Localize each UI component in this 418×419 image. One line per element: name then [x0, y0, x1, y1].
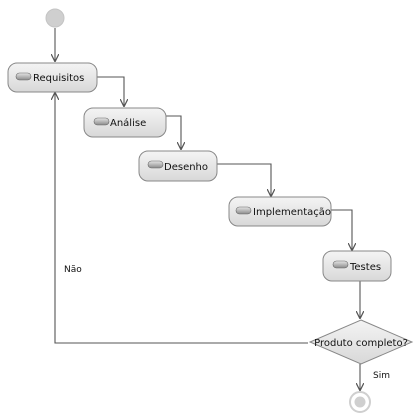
activity-label: Desenho — [164, 162, 208, 173]
activity-requisitos: Requisitos — [7, 62, 98, 93]
final-node — [349, 391, 371, 413]
edge-analise-to-desenho — [166, 115, 181, 149]
flow-edges — [55, 28, 360, 390]
activity-testes: Testes — [322, 250, 392, 282]
activity-label: Requisitos — [33, 73, 84, 84]
activity-icon — [147, 160, 164, 169]
activity-icon — [332, 260, 349, 269]
activity-desenho: Desenho — [138, 150, 218, 182]
initial-node — [45, 8, 65, 28]
edge-implementacao-to-testes — [331, 209, 352, 250]
activity-icon — [93, 117, 110, 126]
activity-label: Implementação — [253, 207, 331, 218]
decision-produto-completo: Produto completo? — [308, 319, 414, 365]
activity-label: Testes — [349, 262, 381, 273]
activity-icon — [15, 72, 32, 81]
edge-requisitos-to-analise — [97, 76, 124, 106]
edge-label-nao: Não — [64, 265, 82, 275]
edge-label-sim: Sim — [373, 371, 390, 381]
activity-icon — [235, 206, 252, 215]
activity-analise: Análise — [83, 107, 167, 138]
edge-desenho-to-implementacao — [217, 163, 271, 196]
edge-decision-no-loop — [55, 93, 308, 344]
activity-label: Análise — [110, 117, 146, 129]
activity-implementacao: Implementação — [228, 196, 332, 227]
decision-label: Produto completo? — [314, 338, 408, 349]
